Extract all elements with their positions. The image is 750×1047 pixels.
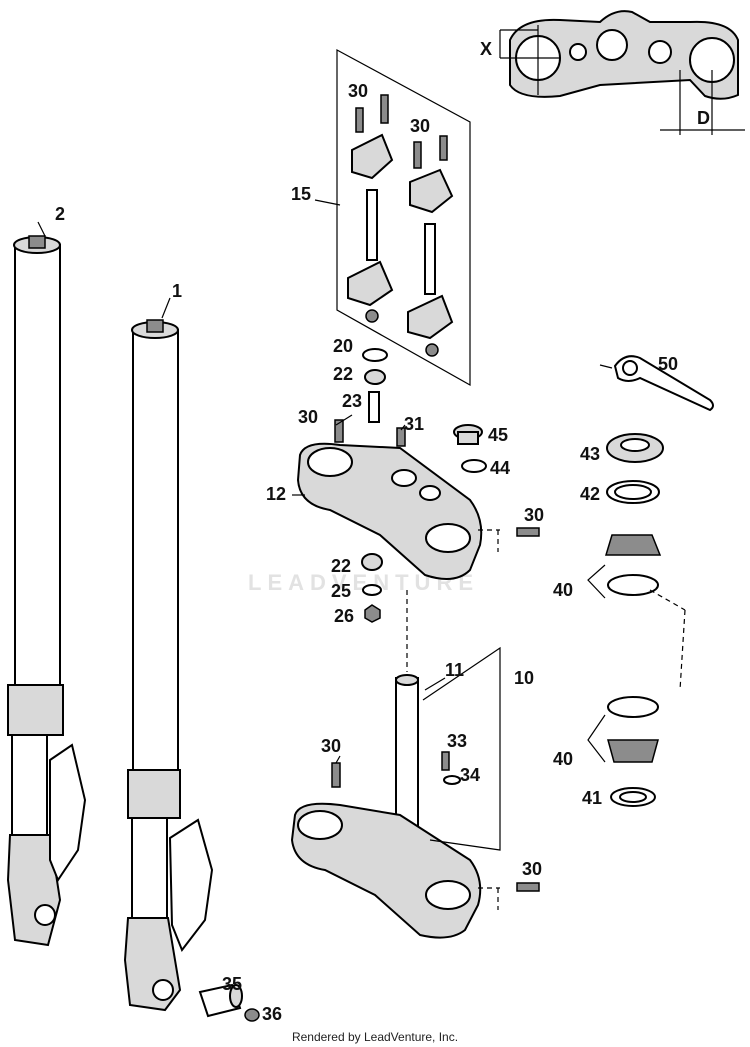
callout-41: 41	[582, 788, 602, 808]
upper-spacers	[362, 348, 388, 423]
callout-44: 44	[490, 458, 510, 478]
callout-2: 2	[55, 204, 65, 224]
callout-30-c: 30	[298, 407, 318, 427]
callout-1: 1	[172, 281, 182, 301]
callout-15: 15	[291, 184, 311, 204]
callout-30-b: 30	[410, 116, 430, 136]
fork-leg-left	[6, 221, 87, 947]
lower-triple-clamp	[290, 646, 540, 939]
callout-22-b: 22	[331, 556, 351, 576]
callout-31: 31	[404, 414, 424, 434]
callout-10: 10	[514, 668, 534, 688]
callout-33: 33	[447, 731, 467, 751]
callout-30-d: 30	[524, 505, 544, 525]
callout-20: 20	[333, 336, 353, 356]
callout-30-a: 30	[348, 81, 368, 101]
leader-lines	[292, 364, 613, 764]
callout-40-b: 40	[553, 749, 573, 769]
callout-42: 42	[580, 484, 600, 504]
bearing-set	[587, 433, 686, 807]
callout-22-a: 22	[333, 364, 353, 384]
lower-nut-stack	[361, 553, 383, 623]
callout-23: 23	[342, 391, 362, 411]
callout-25: 25	[331, 581, 351, 601]
dimension-d-label: D	[697, 108, 710, 128]
callout-26: 26	[334, 606, 354, 626]
axle-spacers	[198, 983, 260, 1022]
callout-34: 34	[460, 765, 480, 785]
callout-30-e: 30	[321, 736, 341, 756]
cap-and-washer	[453, 424, 487, 473]
callout-43: 43	[580, 444, 600, 464]
callout-12: 12	[266, 484, 286, 504]
spanner-wrench	[613, 355, 714, 412]
dimension-inset: X D	[480, 10, 745, 135]
callout-11: 11	[445, 660, 464, 680]
callout-40-a: 40	[553, 580, 573, 600]
callout-30-f: 30	[522, 859, 542, 879]
fork-leg-right	[123, 297, 214, 1012]
callout-50: 50	[658, 354, 678, 374]
callouts: 2 1 30 30 15 20 22 23 30 31 45 44 12 30 …	[55, 81, 678, 1024]
callout-45: 45	[488, 425, 508, 445]
callout-35: 35	[222, 974, 242, 994]
dimension-x-label: X	[480, 39, 492, 59]
footer-credit: Rendered by LeadVenture, Inc.	[291, 1030, 459, 1044]
upper-triple-clamp	[296, 419, 540, 580]
callout-36: 36	[262, 1004, 282, 1024]
handlebar-clamp-kit	[314, 48, 471, 387]
